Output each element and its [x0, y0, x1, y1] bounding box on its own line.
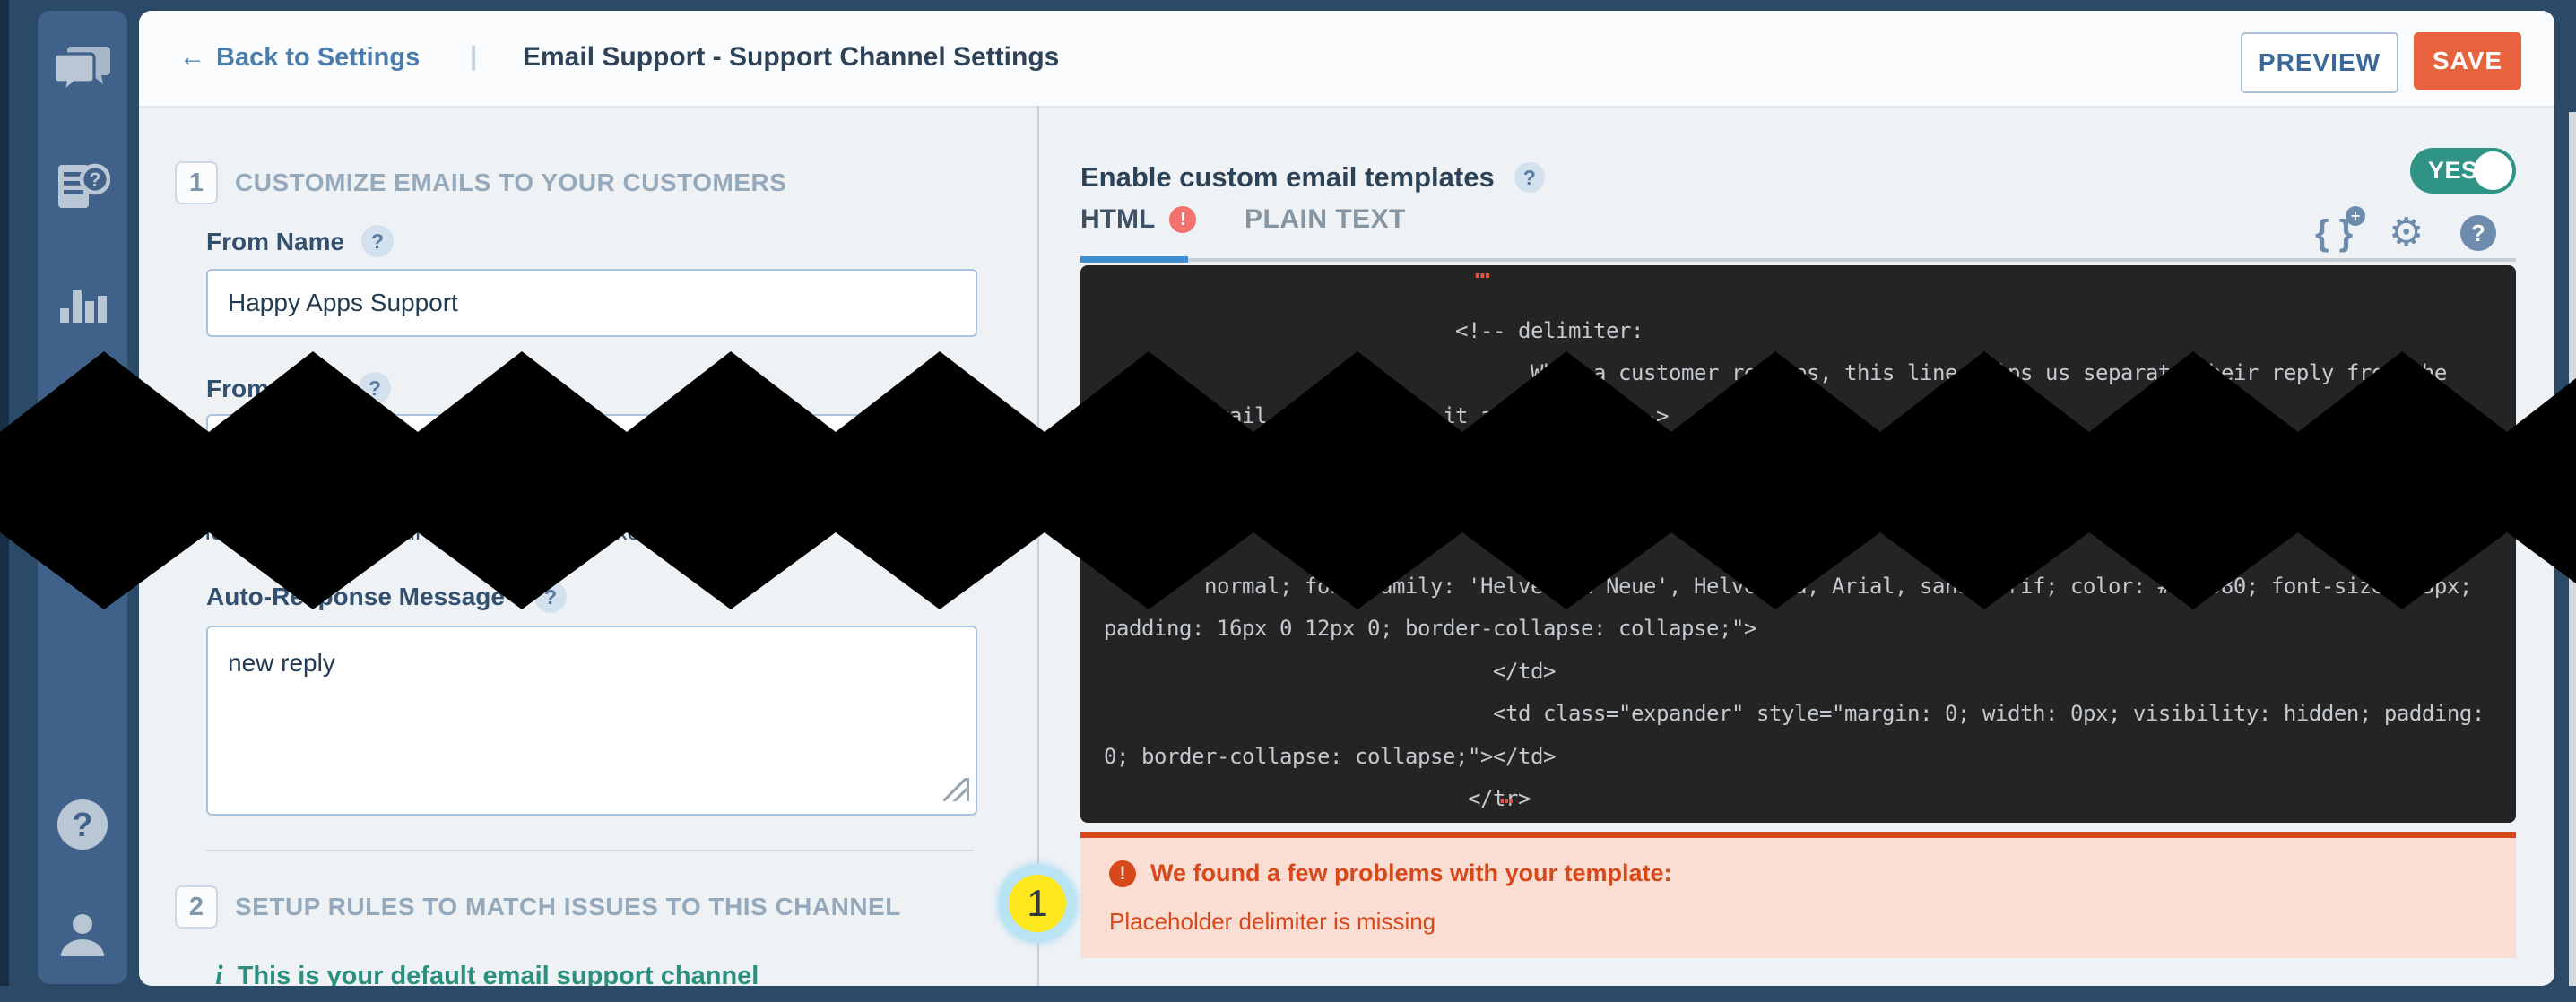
- enable-templates-help-icon[interactable]: ?: [1514, 162, 1545, 193]
- syntax-error-mark-tr: …: [1500, 783, 1514, 808]
- error-item: Placeholder delimiter is missing: [1109, 908, 1436, 935]
- auto-response-textarea[interactable]: new reply: [206, 626, 977, 816]
- section-1-number: 1: [175, 161, 218, 204]
- warning-icon: !: [1109, 859, 1136, 887]
- default-channel-note: i This is your default email support cha…: [215, 959, 759, 991]
- sidebar-item-knowledge-base[interactable]: ?: [38, 160, 127, 213]
- auto-response-help-icon[interactable]: ?: [534, 581, 567, 613]
- plus-badge-icon: +: [2346, 206, 2365, 226]
- template-error-panel: ! We found a few problems with your temp…: [1080, 832, 2516, 958]
- enable-templates-label: Enable custom email templates: [1080, 161, 1495, 193]
- insert-placeholder-icon[interactable]: { } +: [2315, 206, 2365, 254]
- svg-text:?: ?: [72, 807, 92, 844]
- annotation-marker-number: 1: [1009, 875, 1066, 932]
- tab-plain-text[interactable]: PLAIN TEXT: [1245, 204, 1407, 234]
- code-line: When a customer replies, this line helps…: [1104, 360, 2447, 385]
- default-channel-note-text: This is your default email support chann…: [237, 962, 759, 990]
- knowledge-base-icon: ?: [58, 163, 110, 208]
- section-2-title: SETUP RULES TO MATCH ISSUES TO THIS CHAN…: [235, 893, 901, 920]
- tab-underline-track: [1080, 258, 2516, 262]
- sidebar-item-conversations[interactable]: [38, 45, 127, 95]
- from-name-label: From Name: [206, 228, 345, 255]
- textarea-resize-handle[interactable]: [943, 778, 969, 801]
- annotation-marker-1: 1: [999, 865, 1076, 942]
- preview-button[interactable]: PREVIEW: [2241, 32, 2398, 93]
- panel-divider: [1037, 106, 1039, 986]
- breadcrumb-separator: |: [470, 41, 478, 71]
- tab-html-label: HTML: [1080, 204, 1156, 234]
- save-button[interactable]: SAVE: [2414, 32, 2521, 90]
- page-title: Email Support - Support Channel Settings: [523, 42, 1060, 72]
- code-line: [1104, 267, 2516, 310]
- code-line: </td>: [1104, 658, 1556, 684]
- obscured-text-fragment: ke: [615, 518, 641, 545]
- bottom-frame-strip: [0, 986, 2576, 1002]
- obscured-text-fragment: ur: [402, 518, 424, 545]
- toggle-state-label: YES: [2428, 157, 2478, 184]
- from-email-help-icon[interactable]: ?: [359, 372, 391, 404]
- code-line: [1104, 437, 2516, 480]
- from-email-label: From: [206, 375, 269, 402]
- sidebar-item-reports[interactable]: [38, 276, 127, 328]
- code-content: <!-- delimiter: When a customer replies,…: [1104, 267, 2516, 821]
- syntax-error-mark-top: …: [1475, 265, 1490, 284]
- error-panel-title-text: We found a few problems with your templa…: [1150, 859, 1672, 886]
- code-line: [1104, 523, 2516, 566]
- tab-error-badge-icon: !: [1169, 206, 1197, 233]
- section-divider: [206, 850, 974, 851]
- info-icon: i: [215, 959, 223, 990]
- code-line: normal; font-family: 'Helvetica Neue', H…: [1104, 573, 2472, 599]
- chat-icon: [55, 47, 110, 95]
- section-1-title: CUSTOMIZE EMAILS TO YOUR CUSTOMERS: [235, 168, 787, 196]
- enable-templates-toggle[interactable]: YES: [2410, 148, 2516, 194]
- back-to-settings-link[interactable]: ← Back to Settings: [179, 43, 420, 73]
- code-line: </tr>: [1104, 786, 1531, 811]
- section-2-number: 2: [175, 885, 218, 929]
- auto-response-label: Auto-Response Message: [206, 583, 505, 610]
- from-name-input[interactable]: Happy Apps Support: [206, 269, 977, 337]
- editor-settings-gear-icon[interactable]: ⚙: [2389, 211, 2424, 255]
- sidebar-item-help[interactable]: ?: [38, 798, 127, 851]
- enable-templates-heading: Enable custom email templates ?: [1080, 161, 1545, 194]
- editor-help-icon[interactable]: ?: [2460, 215, 2496, 251]
- code-line: of the email thread. Keep it at the top.…: [1104, 402, 1669, 428]
- from-name-help-icon[interactable]: ?: [361, 225, 394, 257]
- bar-chart-icon: [60, 290, 107, 323]
- help-icon: ?: [57, 799, 108, 850]
- svg-text:?: ?: [89, 168, 100, 191]
- error-panel-title: ! We found a few problems with your temp…: [1109, 859, 1672, 887]
- active-tab-indicator: [1080, 256, 1188, 263]
- back-arrow-icon: ←: [179, 43, 205, 72]
- page-header: [139, 11, 2554, 108]
- user-icon: [61, 914, 104, 956]
- code-line: padding: 16px 0 12px 0; border-collapse:…: [1104, 616, 1756, 641]
- sidebar-item-profile[interactable]: [38, 910, 127, 963]
- code-line: 0; border-collapse: collapse;"></td>: [1104, 743, 1556, 769]
- toggle-knob: [2474, 151, 2512, 190]
- code-line: <!-- delimiter:: [1104, 317, 1644, 343]
- back-link-label: Back to Settings: [216, 43, 421, 72]
- left-edge-strip: [0, 0, 9, 1002]
- obscured-text-fragment: Id: [204, 518, 225, 545]
- code-line: [1104, 480, 2516, 523]
- page-scrollbar-track[interactable]: [2569, 112, 2576, 986]
- tab-html[interactable]: HTML !: [1080, 204, 1197, 235]
- code-line: <td class="expander" style="margin: 0; w…: [1104, 701, 2485, 726]
- from-email-input[interactable]: [206, 414, 977, 482]
- html-template-code-editor[interactable]: <!-- delimiter: When a customer replies,…: [1080, 265, 2516, 823]
